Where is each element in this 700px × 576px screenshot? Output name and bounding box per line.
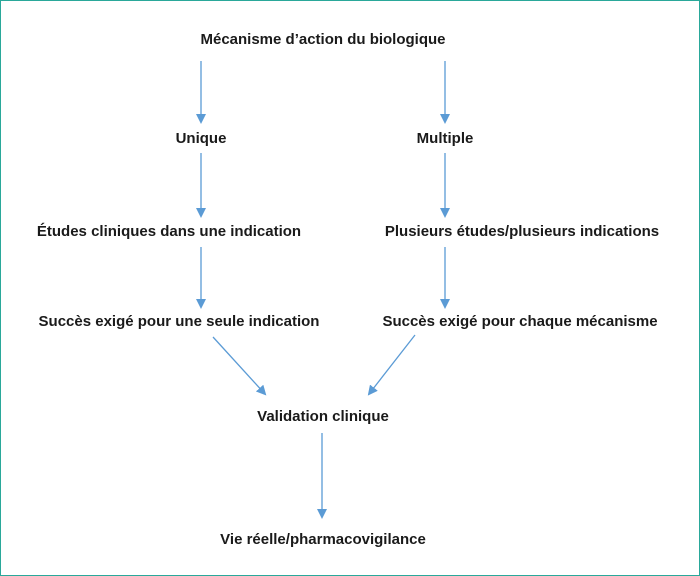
node-studies-multiple: Plusieurs études/plusieurs indications xyxy=(384,223,660,240)
node-validation: Validation clinique xyxy=(257,408,389,425)
node-multiple: Multiple xyxy=(416,130,474,147)
node-unique: Unique xyxy=(175,130,227,147)
node-real-life: Vie réelle/pharmacovigilance xyxy=(220,531,426,548)
arrow-success-multiple-to-validation xyxy=(367,334,416,396)
node-success-single: Succès exigé pour une seule indication xyxy=(38,313,320,330)
node-success-multiple: Succès exigé pour chaque mécanisme xyxy=(382,313,658,330)
node-studies-single: Études cliniques dans une indication xyxy=(36,223,302,240)
arrow-success-single-to-validation xyxy=(212,336,267,396)
node-mechanism: Mécanisme d’action du biologique xyxy=(200,31,446,48)
